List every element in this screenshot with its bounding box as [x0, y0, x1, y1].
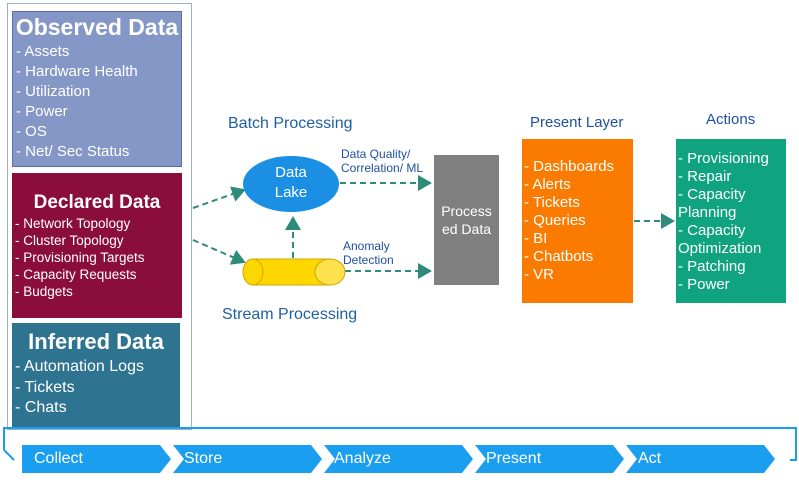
list-item: Planning	[678, 204, 737, 221]
declared-data-box: Declared Data - Network Topology - Clust…	[12, 173, 182, 318]
stream-cylinder	[242, 258, 346, 286]
inferred-data-title: Inferred Data	[28, 329, 164, 354]
actions-list: - Provisioning - Repair - Capacity Plann…	[676, 150, 786, 294]
list-item: - Tickets	[15, 378, 75, 396]
observed-data-list: - Assets - Hardware Health - Utilization…	[13, 42, 181, 162]
list-item: - Power	[16, 103, 68, 120]
list-item: - Chats	[15, 399, 67, 416]
list-item: - Provisioning Targets	[15, 250, 145, 265]
stream-processing-label: Stream Processing	[222, 306, 358, 323]
list-item: - Automation Logs	[15, 358, 144, 375]
step-analyze: Analyze	[334, 450, 391, 467]
observed-data-title: Observed Data	[15, 14, 179, 40]
list-item: - Chatbots	[524, 248, 594, 265]
list-item: - Queries	[524, 212, 586, 229]
observed-data-box: Observed Data - Assets - Hardware Health…	[12, 11, 182, 167]
list-item: - Net/ Sec Status	[16, 143, 130, 160]
present-layer-title: Present Layer	[530, 114, 624, 131]
list-item: - Capacity Requests	[15, 267, 137, 282]
pipeline-bracket	[3, 427, 797, 461]
processed-data-box: Process ed Data	[434, 155, 499, 285]
data-quality-label: Data Quality/ Correlation/ ML	[341, 147, 424, 175]
declared-data-title: Declared Data	[33, 192, 161, 213]
list-item: - VR	[524, 266, 554, 283]
list-item: - Dashboards	[524, 158, 615, 175]
step-collect: Collect	[34, 450, 83, 467]
batch-processing-label: Batch Processing	[228, 115, 353, 132]
list-item: - Capacity	[678, 222, 746, 239]
list-item: - Alerts	[524, 176, 571, 193]
present-layer-list: - Dashboards - Alerts - Tickets - Querie…	[522, 158, 633, 284]
actions-box: - Provisioning - Repair - Capacity Plann…	[676, 139, 786, 303]
list-item: - Repair	[678, 168, 732, 185]
list-item: - BI	[524, 230, 548, 247]
step-act: Act	[638, 450, 662, 467]
list-item: Optimization	[678, 240, 762, 257]
list-item: - Power	[678, 276, 730, 293]
list-item: - Assets	[16, 43, 70, 60]
list-item: - Capacity	[678, 186, 746, 203]
anomaly-detection-label: Anomaly Detection	[343, 239, 394, 267]
step-store: Store	[184, 450, 223, 467]
arrow-sources-to-stream	[192, 239, 246, 265]
list-item: - Tickets	[524, 194, 580, 211]
list-item: - Utilization	[16, 83, 91, 100]
step-present: Present	[486, 450, 542, 467]
present-layer-box: - Dashboards - Alerts - Tickets - Querie…	[522, 139, 633, 303]
list-item: - Provisioning	[678, 150, 769, 167]
sources-frame	[7, 3, 192, 430]
list-item: - Network Topology	[15, 216, 131, 231]
actions-title: Actions	[706, 111, 756, 128]
inferred-data-box: Inferred Data - Automation Logs - Ticket…	[12, 323, 180, 428]
list-item: - Cluster Topology	[15, 233, 124, 248]
declared-data-list: - Network Topology - Cluster Topology - …	[12, 215, 182, 300]
list-item: - Patching	[678, 258, 746, 275]
inferred-data-list: - Automation Logs - Tickets - Chats	[12, 357, 180, 419]
list-item: - Hardware Health	[16, 63, 138, 80]
arrow-sources-to-lake	[192, 186, 246, 209]
list-item: - Budgets	[15, 284, 73, 299]
list-item: - OS	[16, 123, 47, 140]
data-lake: Data Lake	[243, 156, 339, 212]
